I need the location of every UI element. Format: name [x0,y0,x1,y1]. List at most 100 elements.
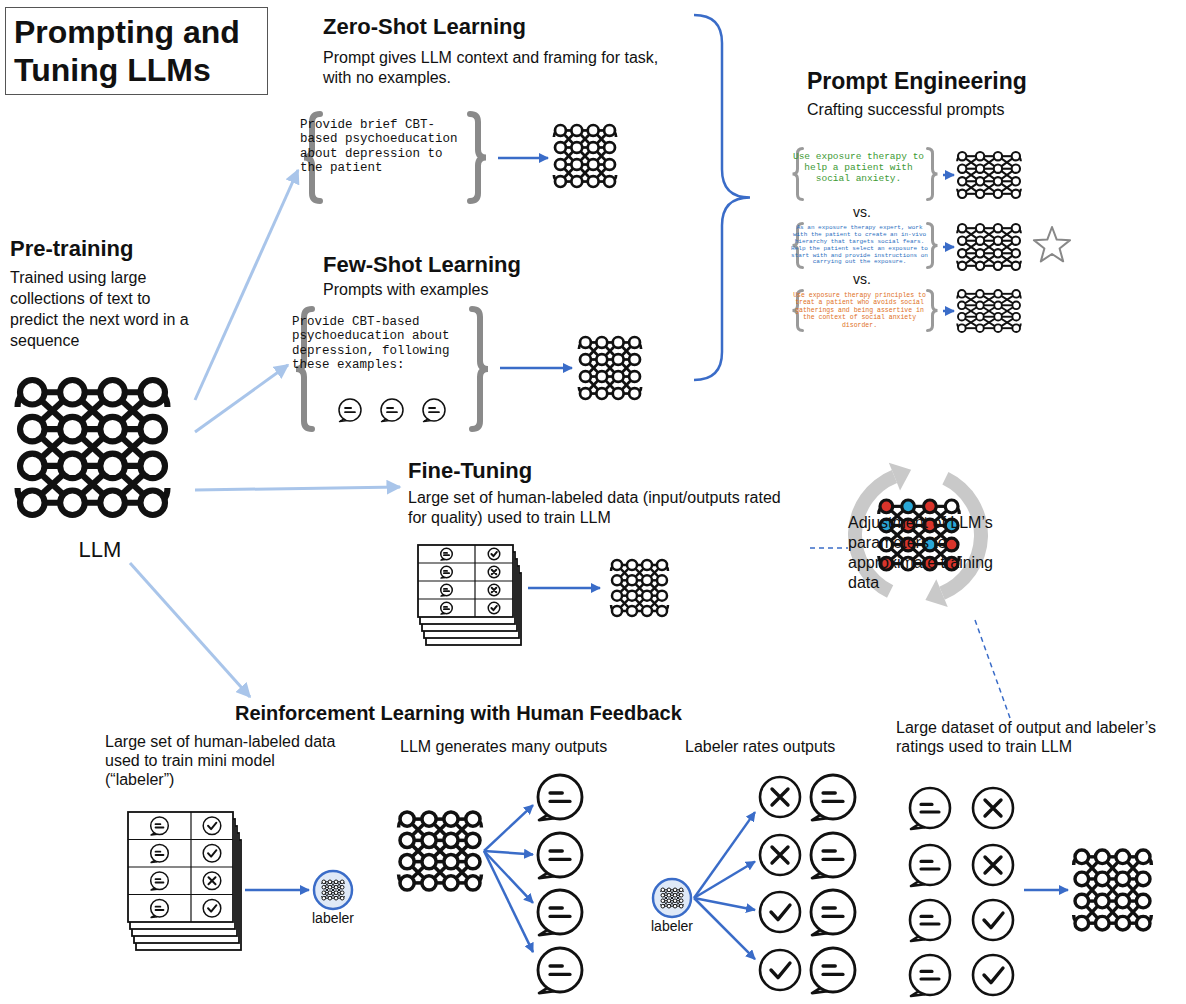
bubble-line [823,858,843,861]
flow-arrow [245,889,309,892]
net-node [571,176,582,187]
mark-outline [203,817,221,835]
speech-bubble-icon [811,833,855,878]
net-node [100,417,125,442]
net-node [444,876,458,890]
net-node [642,606,652,616]
net-node [322,885,326,889]
net-node [994,324,1002,332]
net-node [400,833,414,847]
table-rule [418,580,513,581]
net-node [994,190,1002,198]
net-node [976,301,984,309]
neural-net-icon [554,125,616,187]
net-node [613,371,624,382]
cross-mark-icon [203,872,221,890]
net-node [679,899,683,903]
bubble-line [550,973,570,976]
net-node [627,606,637,616]
net-node [422,833,436,847]
body-text: As an exposure therapy expert, work with… [790,225,929,266]
bubble-outline [538,775,582,819]
body-text: LLM [50,537,150,563]
flow-arrow [694,861,755,898]
bubble-line [156,854,164,856]
bubble-outline [811,890,855,934]
body-text: Use exposure therapy principles to treat… [790,292,929,329]
net-node [1116,850,1130,864]
speech-bubble-icon [441,548,453,560]
speech-bubble-icon [423,399,445,422]
net-node [661,904,665,908]
net-node [629,354,640,365]
cross-mark-icon [760,835,800,875]
speech-bubble-icon [910,845,950,886]
net-node [588,176,599,187]
table-rule [418,562,513,563]
net-node [1116,916,1130,930]
net-node [1095,894,1109,908]
net-node [60,490,85,515]
net-node [1095,916,1109,930]
net-node [612,606,622,616]
speech-bubble-icon [910,900,950,941]
right-brace [928,291,938,331]
bubble-line [823,973,843,976]
bubble-outline [910,788,950,828]
bubble-line [550,964,562,967]
net-node [657,560,667,570]
bubble-line [921,860,932,863]
net-node [673,893,677,897]
flow-arrow [484,851,533,903]
net-node [604,159,615,170]
cross-stroke [772,789,788,805]
net-node [1075,916,1089,930]
net-node [958,313,966,321]
net-node [555,125,566,136]
mark-outline [760,950,800,990]
net-node [657,575,667,585]
net-node [880,500,893,513]
check-mark-icon [203,899,221,917]
labeler-model-icon [653,879,691,917]
cycle-arrowhead [889,463,911,491]
bubble-outline [910,900,950,940]
speech-bubble-icon [381,399,403,422]
net-node [140,454,165,479]
net-node [334,891,338,895]
net-node [667,893,671,897]
net-node [1012,190,1020,198]
bubble-line [156,827,164,829]
net-node [1095,872,1109,886]
bubble-line [921,803,932,806]
heading-text: Fine-Tuning [408,458,810,484]
net-node [612,591,622,601]
net-node [422,876,436,890]
net-node [661,888,665,892]
bubble-outline [811,775,855,819]
check-mark-icon [488,548,500,560]
net-node [100,454,125,479]
net-node [679,904,683,908]
bubble-line [823,849,835,852]
bubble-outline [538,833,582,877]
net-node [657,606,667,616]
body-text: Prompt gives LLM context and framing for… [323,48,683,88]
net-node [976,224,984,232]
net-node [1012,249,1020,257]
net-node [340,896,344,900]
net-node [627,591,637,601]
body-text: Use exposure therapy to help a patient w… [790,152,927,185]
speech-bubble-icon [151,899,169,917]
net-node [1075,894,1089,908]
net-node [994,152,1002,160]
net-node [679,893,683,897]
bubble-line [345,411,355,413]
net-node [596,337,607,348]
check-stroke [771,963,790,978]
right-brace [928,224,938,268]
net-node [994,290,1002,298]
flow-arrow [130,563,250,697]
check-stroke [208,823,216,829]
net-node [328,891,332,895]
